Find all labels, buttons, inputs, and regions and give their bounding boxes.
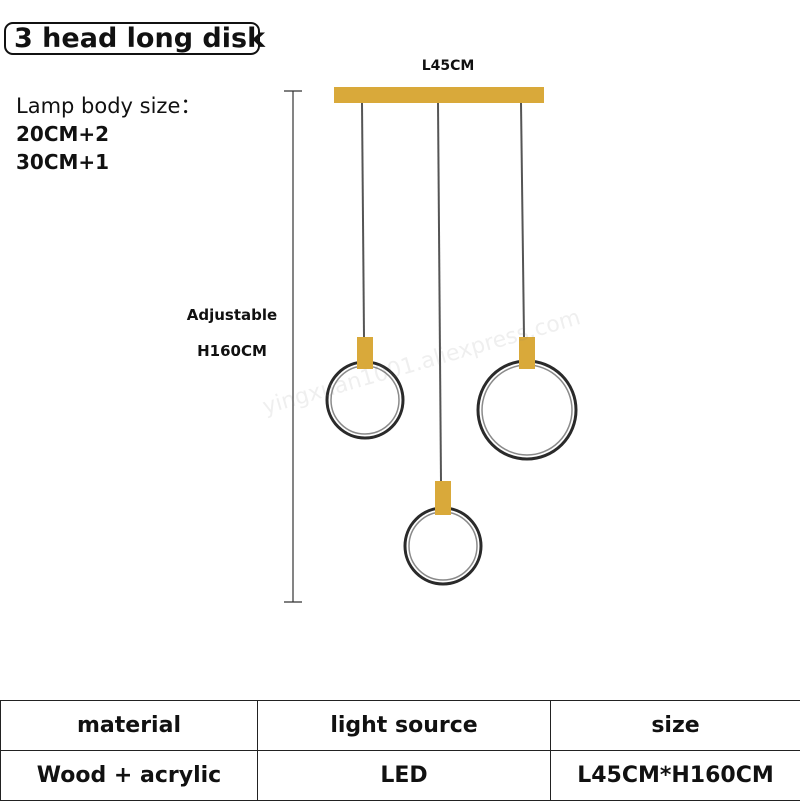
value-light-source: LED — [258, 751, 551, 801]
value-size: L45CM*H160CM — [551, 751, 800, 801]
value-material: Wood + acrylic — [1, 751, 258, 801]
table-header-row: material light source size — [1, 701, 800, 751]
ring-lamp-bottom — [405, 481, 481, 584]
header-light-source: light source — [258, 701, 551, 751]
header-size: size — [551, 701, 800, 751]
height-dimension-line — [284, 91, 302, 602]
ceiling-bar — [334, 87, 544, 103]
header-material: material — [1, 701, 258, 751]
pendant-lamp-drawing — [0, 0, 800, 700]
wire-right — [521, 103, 524, 337]
table-row: Wood + acrylic LED L45CM*H160CM — [1, 751, 800, 801]
wire-left — [362, 103, 364, 337]
product-spec-table: material light source size Wood + acryli… — [0, 700, 800, 801]
ring-lamp-right — [478, 337, 576, 459]
wire-middle — [438, 103, 441, 482]
